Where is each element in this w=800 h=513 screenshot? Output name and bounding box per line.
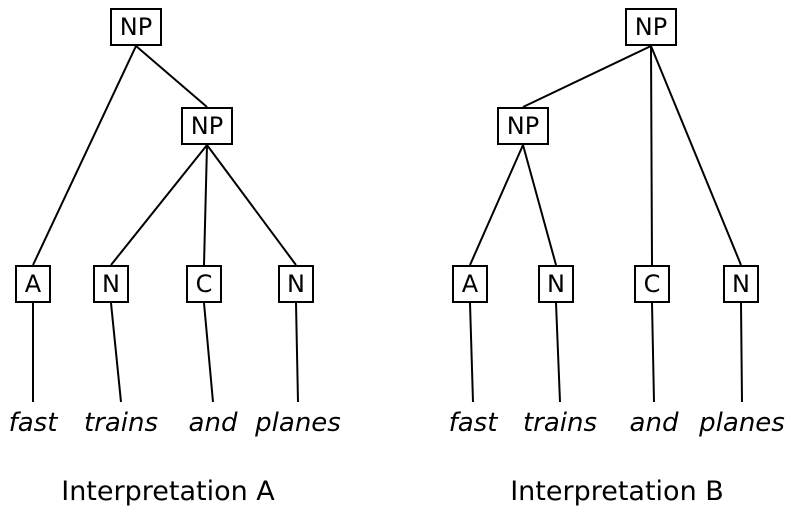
tree-node-np: NP — [181, 107, 233, 145]
tree-edge — [135, 45, 208, 108]
tree-edge — [469, 144, 524, 266]
tree-edge — [203, 144, 208, 266]
tree-edge — [650, 45, 742, 266]
tree-edge — [110, 302, 122, 403]
tree-edge — [650, 45, 653, 266]
terminal-word-and: and — [188, 408, 238, 438]
tree-node-c: C — [186, 265, 222, 303]
tree-edge — [295, 302, 299, 403]
tree-node-a: A — [452, 265, 488, 303]
caption-interpretation-a: Interpretation A — [61, 476, 275, 507]
tree-node-n: N — [93, 265, 129, 303]
tree-node-np: NP — [497, 107, 549, 145]
terminal-word-trains: trains — [522, 408, 598, 438]
tree-edge — [32, 45, 137, 266]
terminal-word-planes: planes — [699, 408, 785, 438]
tree-node-np: NP — [625, 8, 677, 46]
tree-edge — [740, 302, 743, 403]
terminal-word-and: and — [629, 408, 679, 438]
terminal-word-fast: fast — [448, 408, 498, 438]
tree-edge — [651, 302, 655, 403]
tree-node-n: N — [723, 265, 759, 303]
tree-edge — [469, 302, 474, 403]
tree-edge — [206, 144, 297, 266]
terminal-word-fast: fast — [8, 408, 58, 438]
tree-node-a: A — [15, 265, 51, 303]
tree-edge — [522, 144, 557, 266]
tree-node-c: C — [634, 265, 670, 303]
tree-edge — [522, 45, 652, 108]
tree-node-n: N — [538, 265, 574, 303]
terminal-word-planes: planes — [255, 408, 341, 438]
tree-edge — [110, 144, 208, 266]
tree-edge — [203, 302, 214, 403]
terminal-word-trains: trains — [83, 408, 159, 438]
tree-edge — [555, 302, 561, 403]
caption-interpretation-b: Interpretation B — [510, 476, 724, 507]
tree-node-n: N — [278, 265, 314, 303]
tree-node-np: NP — [110, 8, 162, 46]
